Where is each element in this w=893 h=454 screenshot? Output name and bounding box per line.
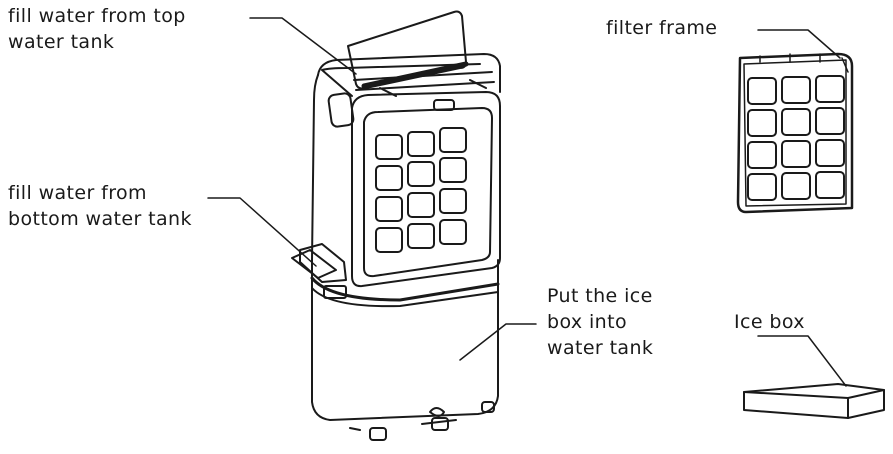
leader-ice-box: [757, 335, 847, 387]
top-housing-inner: [321, 63, 481, 97]
leader-ice-instruction: [459, 323, 537, 361]
label-line: water tank: [547, 337, 654, 359]
filter-frame: [736, 52, 854, 214]
middle-band-lower: [311, 287, 499, 308]
leader-top-tank: [249, 17, 357, 75]
front-upper-panel: [351, 91, 501, 288]
label-line: fill water from top: [8, 5, 186, 27]
air-cooler-unit: [291, 10, 501, 441]
bottom-tank-door: [299, 243, 347, 283]
label-filter-frame: filter frame: [606, 15, 717, 41]
bottom-tank-latch: [323, 285, 347, 299]
ice-box: [743, 383, 885, 419]
label-line: box into: [547, 311, 627, 333]
label-line: Ice box: [734, 311, 805, 333]
side-handle: [327, 92, 355, 128]
label-bottom-water-tank: fill water from bottom water tank: [8, 180, 192, 232]
top-knob: [433, 99, 455, 111]
front-grille: [375, 127, 467, 253]
left-side-outline: [311, 74, 319, 261]
caster-wheels: [349, 401, 495, 441]
label-line: water tank: [8, 31, 115, 53]
leader-lines: [207, 17, 847, 387]
label-line: filter frame: [606, 17, 718, 39]
filter-cells: [747, 75, 845, 201]
label-line: fill water from: [8, 182, 147, 204]
label-line: Put the ice: [547, 285, 653, 307]
label-top-water-tank: fill water from top water tank: [8, 3, 186, 55]
middle-band: [310, 276, 500, 302]
leader-bottom-tank: [207, 197, 317, 267]
leader-filter-frame: [757, 29, 841, 59]
lower-body: [311, 259, 499, 421]
top-flap-shadow: [361, 61, 469, 89]
top-housing: [317, 53, 501, 93]
label-line: bottom water tank: [8, 208, 192, 230]
label-ice-instruction: Put the ice box into water tank: [547, 283, 653, 361]
front-inner-panel: [363, 107, 493, 278]
label-ice-box: Ice box: [734, 309, 805, 335]
bottom-tank-door-inner: [291, 249, 337, 279]
